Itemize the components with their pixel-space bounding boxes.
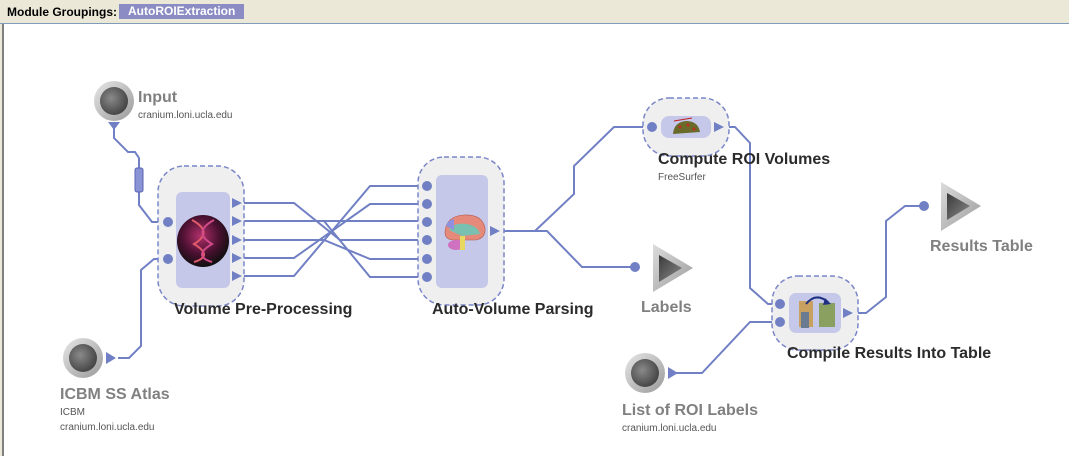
wire-input-to-preprocessing xyxy=(113,128,168,223)
input-port[interactable] xyxy=(668,367,678,379)
connection-wires xyxy=(113,126,924,374)
input-port[interactable] xyxy=(775,299,785,309)
brain-icon xyxy=(444,214,486,250)
output-port[interactable] xyxy=(490,226,500,236)
workflow-canvas[interactable]: Input cranium.loni.ucla.edu ICBM SS Atla… xyxy=(2,24,1069,456)
module-compile-results[interactable] xyxy=(771,275,859,351)
roi-labels-host: cranium.loni.ucla.edu xyxy=(622,423,717,434)
module-title-auto-volume-parsing: Auto-Volume Parsing xyxy=(432,301,594,318)
table-transfer-icon xyxy=(799,296,835,328)
module-subtitle-compute-roi-volumes: FreeSurfer xyxy=(658,172,706,183)
module-title-compute-roi-volumes: Compute ROI Volumes xyxy=(658,151,831,168)
module-auto-volume-parsing[interactable] xyxy=(417,156,505,306)
input-ports[interactable] xyxy=(422,181,432,282)
data-sink-labels[interactable] xyxy=(630,244,693,292)
output-ports[interactable] xyxy=(232,198,242,281)
wire-parsing-to-labels xyxy=(535,230,635,268)
input-port[interactable] xyxy=(647,122,657,132)
module-compute-roi-volumes[interactable] xyxy=(642,97,730,157)
module-groupings-bar: Module Groupings: AutoROIExtraction xyxy=(0,0,1069,24)
icbm-title: ICBM SS Atlas xyxy=(60,386,170,403)
input-port[interactable] xyxy=(775,317,785,327)
output-port[interactable] xyxy=(108,122,120,130)
output-port[interactable] xyxy=(714,122,724,132)
wire-labels-to-compile xyxy=(674,321,780,374)
labels-output-title: Labels xyxy=(641,299,692,316)
input-port[interactable] xyxy=(163,217,173,227)
module-volume-preprocessing[interactable] xyxy=(157,165,245,307)
module-groupings-label: Module Groupings: xyxy=(7,5,117,19)
data-sink-results-table[interactable] xyxy=(919,182,981,231)
input-title: Input xyxy=(138,89,178,106)
input-port[interactable] xyxy=(163,254,173,264)
wire-compile-to-results xyxy=(848,205,924,314)
module-title-compile-results: Compile Results Into Table xyxy=(787,345,992,362)
module-title-volume-preprocessing: Volume Pre-Processing xyxy=(174,301,353,318)
data-source-icbm[interactable] xyxy=(63,338,116,378)
wire-pp-3 xyxy=(242,239,427,260)
input-port[interactable] xyxy=(919,201,929,211)
data-source-roi-labels[interactable] xyxy=(625,353,678,393)
wire-pp-4 xyxy=(242,203,427,259)
wire-pp-6 xyxy=(242,220,427,278)
wire-pp-5 xyxy=(242,185,427,277)
roi-labels-title: List of ROI Labels xyxy=(622,402,759,419)
icbm-org: ICBM xyxy=(60,407,85,418)
input-port[interactable] xyxy=(106,352,116,364)
connector-adapter xyxy=(134,167,144,193)
dna-sphere-icon xyxy=(177,215,229,267)
data-source-input[interactable] xyxy=(94,81,144,193)
grouping-tab-autoroiextraction[interactable]: AutoROIExtraction xyxy=(119,4,245,19)
freesurfer-icon xyxy=(673,117,700,134)
results-table-output-title: Results Table xyxy=(930,238,1033,255)
wire-parsing-to-roi xyxy=(500,126,652,232)
workflow-graph xyxy=(63,81,981,393)
output-port[interactable] xyxy=(843,308,853,318)
input-host: cranium.loni.ucla.edu xyxy=(138,110,233,121)
icbm-host: cranium.loni.ucla.edu xyxy=(60,422,155,433)
wire-roi-to-compile xyxy=(724,126,780,305)
wire-icbm-to-preprocessing xyxy=(118,258,168,359)
input-port[interactable] xyxy=(630,262,640,272)
